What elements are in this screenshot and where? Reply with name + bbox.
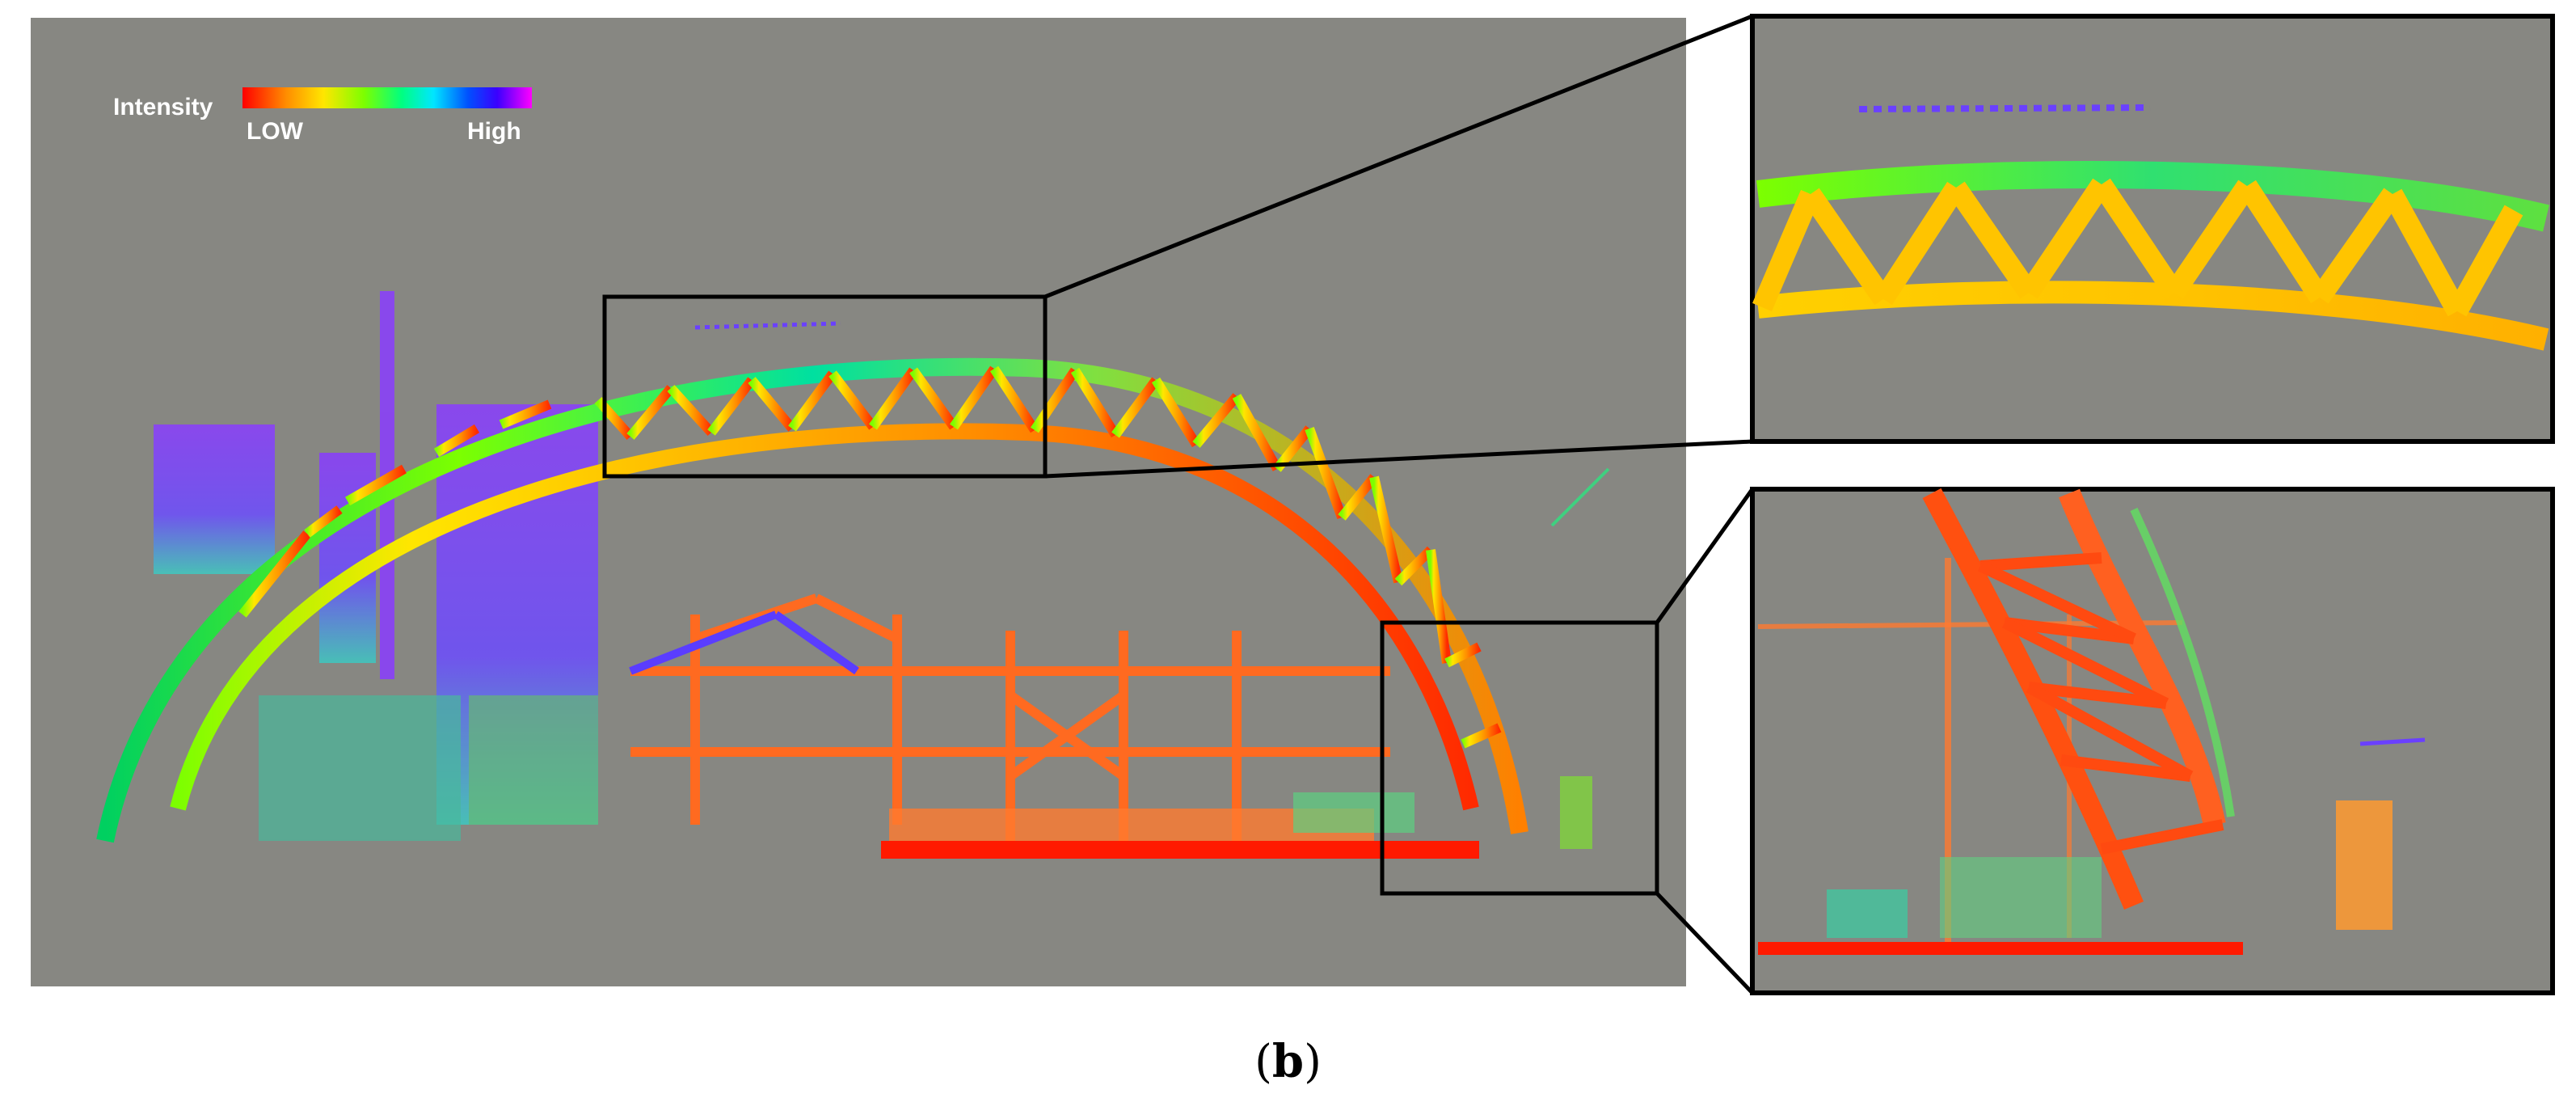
inset-bottom: [1750, 487, 2555, 995]
frame-blue-roof: [629, 610, 859, 675]
legend-title: Intensity: [113, 94, 213, 120]
legend-high-label: High: [467, 118, 521, 145]
ground-red-base: [881, 841, 1479, 859]
caption-close-paren: ): [1304, 1036, 1322, 1088]
intensity-color-bar: [242, 87, 532, 108]
inset-top: [1750, 14, 2555, 444]
main-panel: [31, 18, 1686, 986]
zoom-box-top: [602, 294, 1048, 479]
zoom-box-bottom: [1380, 620, 1659, 896]
zoom-connectors: [1044, 14, 1755, 995]
figure-caption: (b): [0, 1035, 2576, 1088]
legend-low-label: LOW: [247, 118, 303, 145]
caption-open-paren: (: [1254, 1036, 1272, 1088]
caption-letter: b: [1271, 1035, 1305, 1088]
main-arch-truss: [96, 357, 1528, 843]
